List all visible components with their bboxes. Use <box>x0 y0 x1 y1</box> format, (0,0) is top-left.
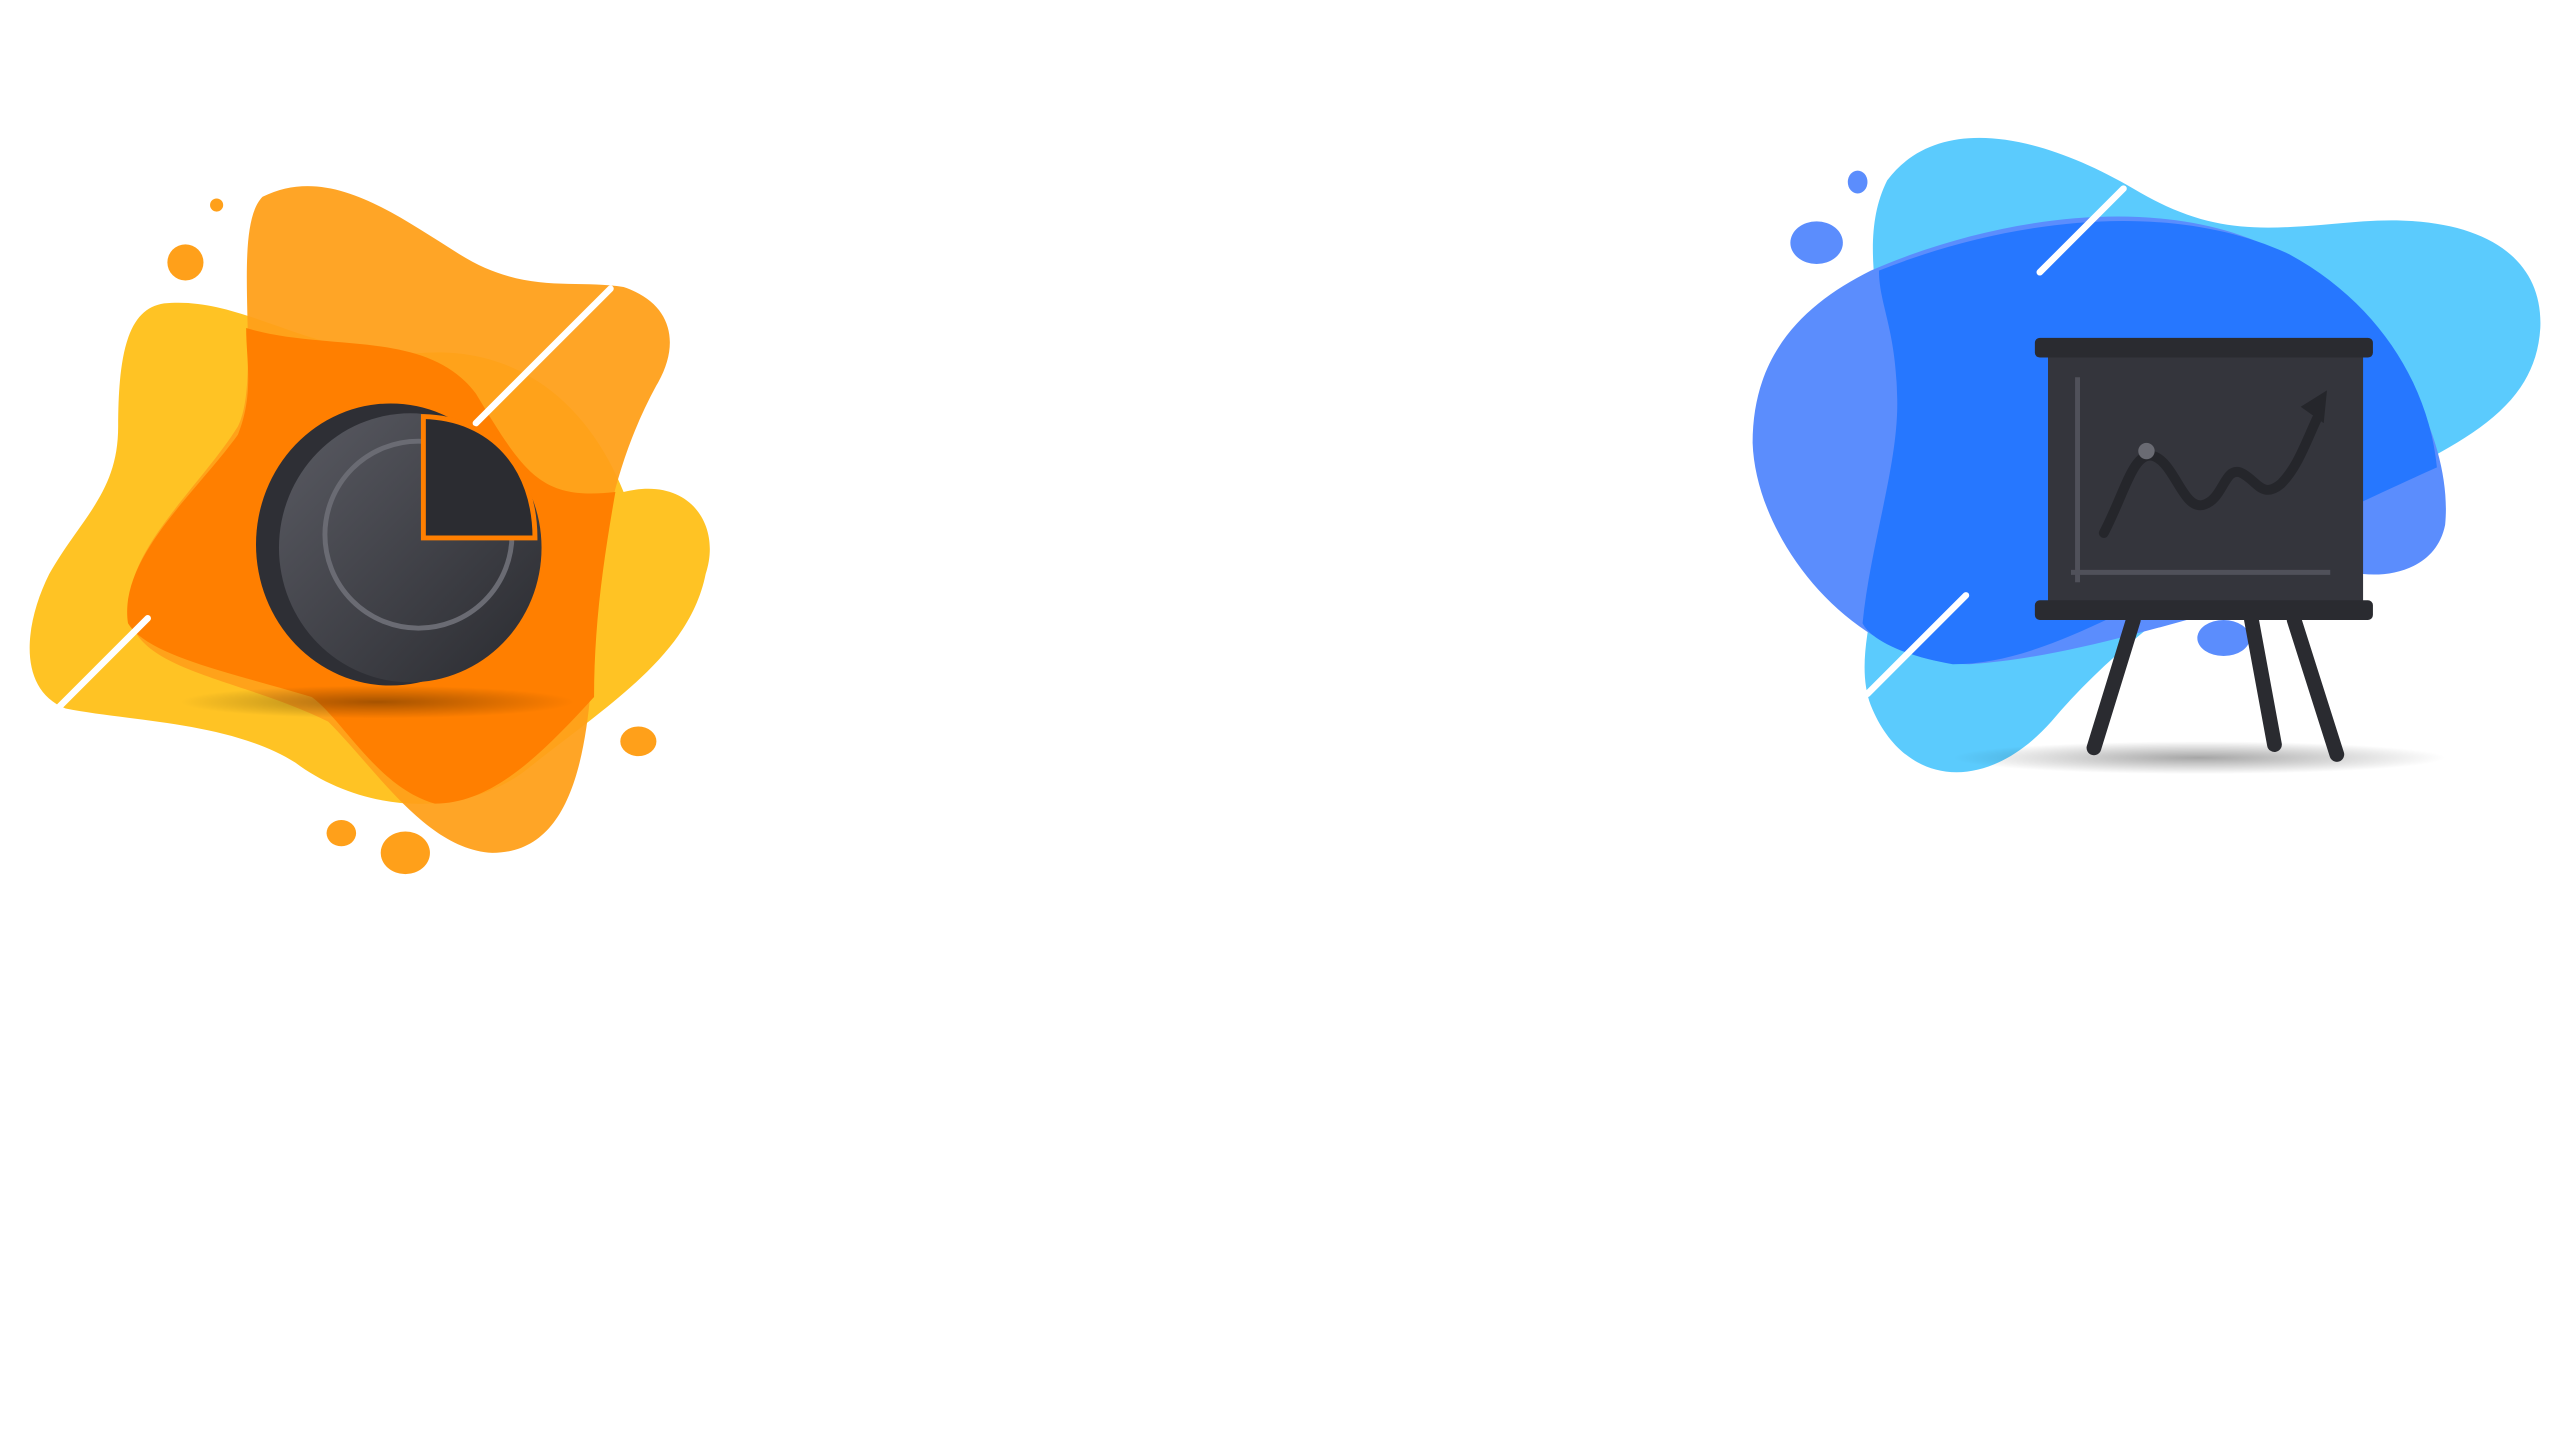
blue-dot <box>1847 170 1868 194</box>
blue-dot <box>2197 619 2250 657</box>
shadow <box>180 685 575 719</box>
orange-dot <box>326 820 357 847</box>
orange-dot <box>620 726 657 757</box>
blue-dot <box>1790 221 1843 265</box>
pie-chart-illustration <box>29 186 710 875</box>
orange-dot <box>210 198 224 212</box>
white-stroke <box>1864 592 1970 698</box>
pie-chart-icon <box>256 403 542 686</box>
white-stroke <box>2036 185 2127 276</box>
presentation-board-illustration <box>1752 137 2541 775</box>
white-stroke <box>54 615 151 712</box>
shadow <box>1952 741 2446 775</box>
white-stroke <box>472 285 614 427</box>
presentation-board-chart-icon <box>2034 337 2373 762</box>
orange-dot <box>380 831 430 875</box>
orange-dot <box>167 244 204 281</box>
